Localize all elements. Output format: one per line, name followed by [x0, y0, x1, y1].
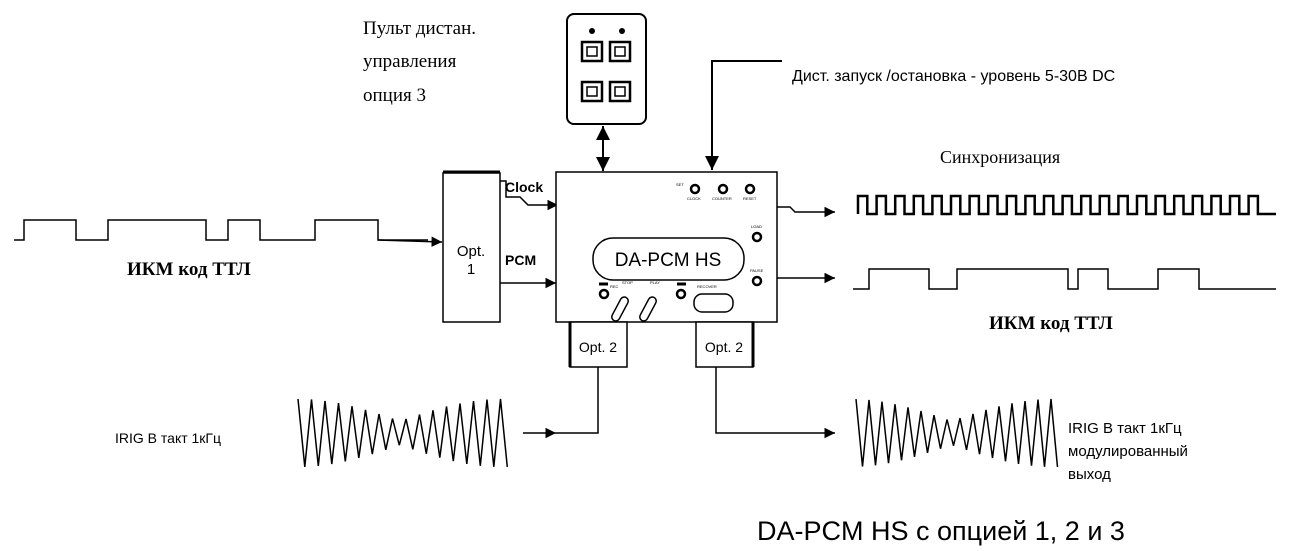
option2-label-right: Opt. 2	[705, 339, 743, 355]
irig-input-waveform	[297, 398, 509, 467]
remote-start-arrow	[705, 60, 782, 170]
irig-output-arrow	[715, 367, 835, 439]
pcm-label: PCM	[505, 252, 536, 268]
device-knob-pause	[751, 275, 763, 287]
device-knob-load	[751, 231, 763, 243]
sync-label: Синхронизация	[940, 147, 1060, 167]
option1-label-line2: 1	[467, 261, 475, 278]
device-knob-top-label: SET	[676, 182, 684, 187]
input-pcm-waveform	[14, 219, 428, 241]
output-pcm-waveform	[853, 268, 1276, 290]
device-side-label-load: LOAD	[751, 224, 762, 229]
option2-box-left: Opt. 2	[568, 321, 628, 368]
device-knob-reset	[744, 183, 756, 195]
device-main-unit: SET CLOCK COUNTER RESET LOAD PAUSE DA-PC…	[555, 171, 778, 323]
device-display	[592, 237, 745, 281]
device-recover-button	[693, 293, 734, 313]
sync-output-waveform	[856, 194, 1276, 216]
irig-output-label-line2: модулированный	[1068, 443, 1188, 460]
output-pcm-label: ИКМ код ТТЛ	[989, 313, 1113, 334]
remote-caption-line2: управления	[363, 51, 457, 72]
remote-caption-line1: Пульт дистан.	[363, 18, 476, 39]
remote-caption-line3: опция 3	[363, 85, 426, 106]
device-label-stop: STOP	[622, 280, 633, 285]
irig-output-label-line3: выход	[1068, 466, 1111, 483]
device-side-label-pause: PAUSE	[750, 268, 764, 273]
irig-input-line	[556, 367, 599, 434]
input-pcm-label: ИКМ код ТТЛ	[127, 259, 251, 280]
input-pcm-arrow	[377, 236, 443, 247]
irig-input-label: IRIG B такт 1кГц	[115, 430, 221, 446]
device-knob-clock	[689, 183, 701, 195]
clock-label: Clock	[505, 179, 543, 195]
remote-control-unit	[566, 13, 647, 125]
option1-label-line1: Opt.	[457, 243, 485, 260]
device-knob-counter	[717, 183, 729, 195]
device-rec-button	[598, 288, 610, 300]
device-knob-label-counter: COUNTER	[712, 196, 732, 201]
device-knob-label-reset: RESET	[743, 196, 757, 201]
sync-output-arrow	[777, 206, 835, 218]
option2-box-right: Opt. 2	[695, 321, 755, 368]
device-label-recover: RECOVER	[697, 284, 717, 289]
device-knob-label-clock: CLOCK	[687, 196, 701, 201]
option2-label-left: Opt. 2	[579, 339, 617, 355]
device-stop-switch	[611, 296, 629, 322]
remote-start-stop-label: Дист. запуск /остановка - уровень 5-30В …	[792, 68, 1115, 85]
device-label-play: PLAY	[650, 280, 660, 285]
device-name: DA-PCM HS	[615, 250, 722, 271]
clock-line	[500, 180, 558, 211]
irig-output-waveform	[855, 398, 1059, 468]
device-play-switch	[639, 296, 657, 322]
diagram-caption: DA-PCM HS с опцией 1, 2 и 3	[757, 516, 1125, 546]
irig-output-label-line1: IRIG B такт 1кГц	[1068, 420, 1182, 437]
device-label-rec: REC	[610, 284, 619, 289]
device-aux-button	[675, 288, 687, 300]
